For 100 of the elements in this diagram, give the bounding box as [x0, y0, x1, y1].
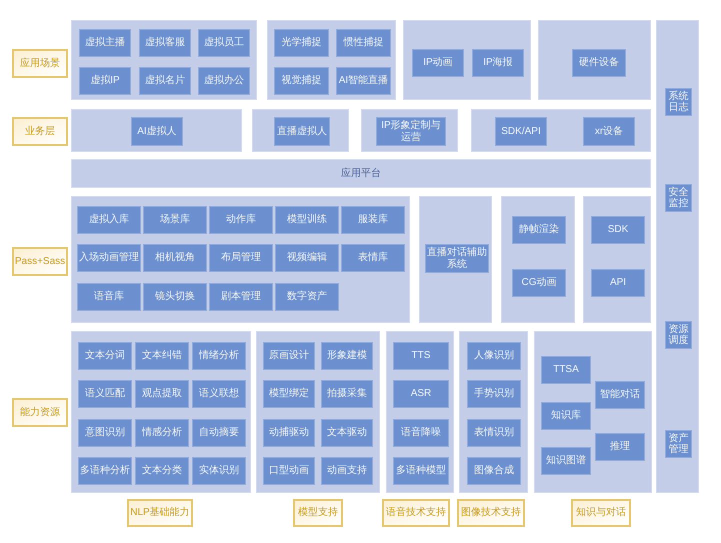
group-panel — [256, 331, 380, 493]
layer-label: 应用场景 — [12, 49, 68, 78]
module-box: 语音降噪 — [393, 419, 449, 447]
module-box: 观点提取 — [135, 380, 189, 408]
module-box: 文本纠错 — [135, 342, 189, 370]
layer-label: 模型支持 — [293, 499, 343, 527]
module-box: 拍摄采集 — [321, 380, 373, 408]
module-box: 数字资产 — [275, 283, 339, 311]
group-panel — [419, 196, 492, 323]
module-box: 光学捕捉 — [274, 29, 329, 57]
module-box: 文本驱动 — [321, 419, 373, 447]
module-box: 场景库 — [143, 206, 207, 234]
layer-label: 语音技术支持 — [382, 499, 450, 527]
group-panel — [538, 20, 651, 100]
module-box: 直播虚拟人 — [274, 117, 330, 146]
layer-label: 业务层 — [12, 117, 68, 146]
module-box: IP动画 — [412, 49, 464, 77]
module-box: 模型训练 — [275, 206, 339, 234]
module-box: 虚拟员工 — [198, 29, 250, 57]
module-box: SDK/API — [495, 117, 547, 146]
module-box: 推理 — [595, 433, 645, 461]
layer-label: NLP基础能力 — [127, 499, 193, 527]
module-box: 知识图谱 — [541, 447, 591, 475]
module-box: 实体识别 — [192, 457, 246, 485]
module-box: 动作库 — [209, 206, 273, 234]
module-box: 表情库 — [341, 244, 405, 272]
module-box: ASR — [393, 380, 449, 408]
module-box: 形象建模 — [321, 342, 373, 370]
group-panel — [71, 196, 410, 323]
group-panel — [471, 109, 651, 152]
side-column-panel — [656, 20, 699, 493]
module-box: 文本分词 — [78, 342, 132, 370]
module-box: 服装库 — [341, 206, 405, 234]
module-box: xr设备 — [583, 117, 635, 146]
module-box: 智能对话 — [595, 381, 645, 409]
module-box: 镜头切换 — [143, 283, 207, 311]
group-panel — [71, 20, 257, 100]
layer-label: 能力资源 — [12, 398, 68, 427]
module-box: 动捕驱动 — [263, 419, 315, 447]
module-box: AI智能直播 — [336, 67, 391, 95]
module-box: 静帧渲染 — [512, 216, 566, 244]
module-box: 知识库 — [541, 402, 591, 430]
module-box: 直播对话辅助系统 — [425, 244, 489, 273]
module-box: 虚拟办公 — [198, 67, 250, 95]
module-box: 剧本管理 — [209, 283, 273, 311]
module-box: 动画支持 — [321, 457, 373, 485]
group-panel — [403, 20, 531, 100]
group-panel — [501, 196, 575, 323]
module-box: 情感分析 — [135, 419, 189, 447]
group-panel — [583, 196, 651, 323]
group-panel — [534, 331, 652, 493]
module-box: TTSA — [541, 356, 591, 384]
module-box: 口型动画 — [263, 457, 315, 485]
platform-bar: 应用平台 — [71, 159, 651, 188]
module-box: SDK — [591, 216, 645, 244]
module-box: 表情识别 — [467, 419, 521, 447]
group-panel — [252, 109, 349, 152]
module-box: TTS — [393, 342, 449, 370]
group-panel — [459, 331, 528, 493]
module-box: 虚拟IP — [79, 67, 131, 95]
module-box: IP海报 — [472, 49, 524, 77]
module-box: 系统日志 — [665, 88, 692, 116]
module-box: 人像识别 — [467, 342, 521, 370]
module-box: 图像合成 — [467, 457, 521, 485]
module-box: 多语种模型 — [393, 457, 449, 485]
module-box: 语义匹配 — [78, 380, 132, 408]
module-box: IP形象定制与运营 — [376, 117, 446, 146]
module-box: 布局管理 — [209, 244, 273, 272]
module-box: 文本分类 — [135, 457, 189, 485]
module-box: 模型绑定 — [263, 380, 315, 408]
layer-label: 图像技术支持 — [457, 499, 525, 527]
module-box: 资产管理 — [665, 430, 692, 458]
group-panel — [386, 331, 454, 493]
module-box: 相机视角 — [143, 244, 207, 272]
module-box: 语义联想 — [192, 380, 246, 408]
layer-label: 知识与对话 — [571, 499, 631, 527]
module-box: 安全监控 — [665, 184, 692, 212]
module-box: 意图识别 — [78, 419, 132, 447]
module-box: 语音库 — [77, 283, 141, 311]
module-box: 情绪分析 — [192, 342, 246, 370]
module-box: 资源调度 — [665, 321, 692, 349]
layer-label: Pass+Sass — [12, 247, 68, 276]
module-box: 硬件设备 — [572, 49, 626, 77]
module-box: 虚拟主播 — [79, 29, 131, 57]
module-box: 多语种分析 — [78, 457, 132, 485]
module-box: API — [591, 269, 645, 297]
module-box: 原画设计 — [263, 342, 315, 370]
module-box: 手势识别 — [467, 380, 521, 408]
module-box: 虚拟入库 — [77, 206, 141, 234]
group-panel — [267, 20, 396, 100]
group-panel — [361, 109, 458, 152]
module-box: AI虚拟人 — [131, 117, 183, 146]
module-box: 入场动画管理 — [77, 244, 141, 272]
module-box: 虚拟客服 — [139, 29, 191, 57]
module-box: 自动摘要 — [192, 419, 246, 447]
group-panel — [71, 331, 251, 493]
module-box: 虚拟名片 — [139, 67, 191, 95]
module-box: 视觉捕捉 — [274, 67, 329, 95]
module-box: 惯性捕捉 — [336, 29, 391, 57]
module-box: CG动画 — [512, 269, 566, 297]
